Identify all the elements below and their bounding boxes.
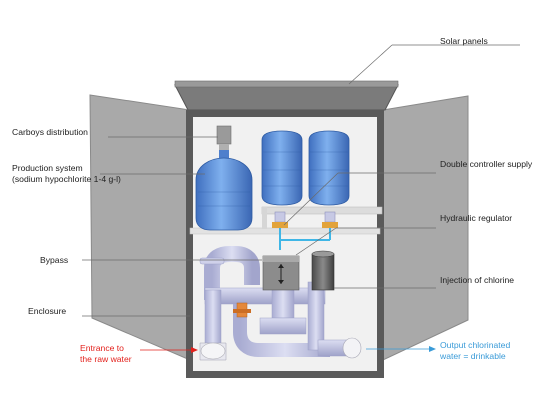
label-hydraulic-regulator: Hydraulic regulator [440, 213, 513, 223]
label-carboys-distribution: Carboys distribution [12, 127, 88, 137]
pipework [199, 246, 362, 361]
label-production-system: Production system [12, 163, 83, 173]
carboy-neck-fitting [216, 125, 232, 145]
label-enclosure: Enclosure [28, 306, 67, 316]
label-entrance-line2: the raw water [80, 354, 132, 364]
left-door [89, 94, 191, 361]
entrance-arrow [140, 347, 198, 353]
carboy-neck-cap [219, 144, 229, 152]
carboy-upright-1 [261, 130, 303, 206]
label-output-line2: water = drinkable [440, 351, 506, 361]
label-production-system-detail: (sodium hypochlorite 1-4 g-l) [12, 174, 121, 184]
shelf-support [262, 207, 267, 229]
output-arrow [366, 346, 436, 352]
hydraulic-regulator [262, 255, 300, 291]
leader-lines [82, 44, 520, 317]
double-controller [272, 211, 338, 250]
label-double-controller-supply: Double controller supply [440, 159, 533, 169]
label-injection-of-chlorine: Injection of chlorine [440, 275, 515, 285]
label-solar-panels: Solar panels [440, 36, 488, 46]
label-entrance-line1: Entrance to [80, 343, 124, 353]
label-bypass: Bypass [40, 255, 69, 265]
label-output-line1: Output chlorinated [440, 340, 511, 350]
carboy-upright-2 [308, 130, 350, 206]
injection-cylinder [311, 250, 335, 291]
carboy-inverted [195, 150, 253, 231]
solar-panel-roof [174, 84, 399, 111]
solar-panel-top [174, 80, 399, 88]
